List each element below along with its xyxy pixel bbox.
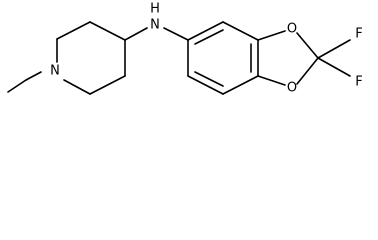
atom-label-oxygen-bottom: O (287, 81, 297, 96)
bond-ar3-o-top (257, 30, 286, 41)
atom-label-fluorine-top: F (355, 27, 362, 42)
bond-cf2-f-bottom (317, 57, 351, 77)
atom-label-piperidine-n: N (50, 64, 60, 79)
bond-c4-nh (124, 27, 148, 41)
structure-canvas: N N H O O F F (0, 0, 378, 103)
bond-c3-c4 (89, 21, 126, 41)
bond-ar5-ar6 (187, 75, 224, 95)
bond-o-bottom-cf2 (296, 57, 319, 85)
bond-c6-n1 (63, 79, 91, 95)
bond-ar-inner-top (194, 29, 224, 45)
bond-ar-inner-bottom (194, 71, 224, 87)
bond-ar4-o-bottom (257, 75, 286, 86)
molecule-diagram: N N H O O F F (7, 2, 363, 96)
bond-cf2-f-top (317, 39, 351, 59)
atom-label-amine-h: H (150, 2, 160, 17)
bond-o-top-cf2 (296, 32, 319, 59)
bond-ethyl-ch2-n (25, 71, 42, 81)
bond-ethyl-ch3-ch2 (7, 79, 27, 93)
bond-ar1-ar2 (187, 21, 224, 41)
atom-label-oxygen-top: O (287, 22, 297, 37)
bond-ar4-ar5 (222, 75, 259, 95)
bond-c5-c6 (89, 75, 126, 95)
bond-c2-c3 (56, 21, 91, 40)
atom-label-amine-n: N (150, 18, 160, 33)
atom-label-fluorine-bottom: F (355, 75, 362, 90)
bond-ar2-ar3 (222, 21, 259, 41)
bond-nh-aryl (163, 27, 189, 41)
